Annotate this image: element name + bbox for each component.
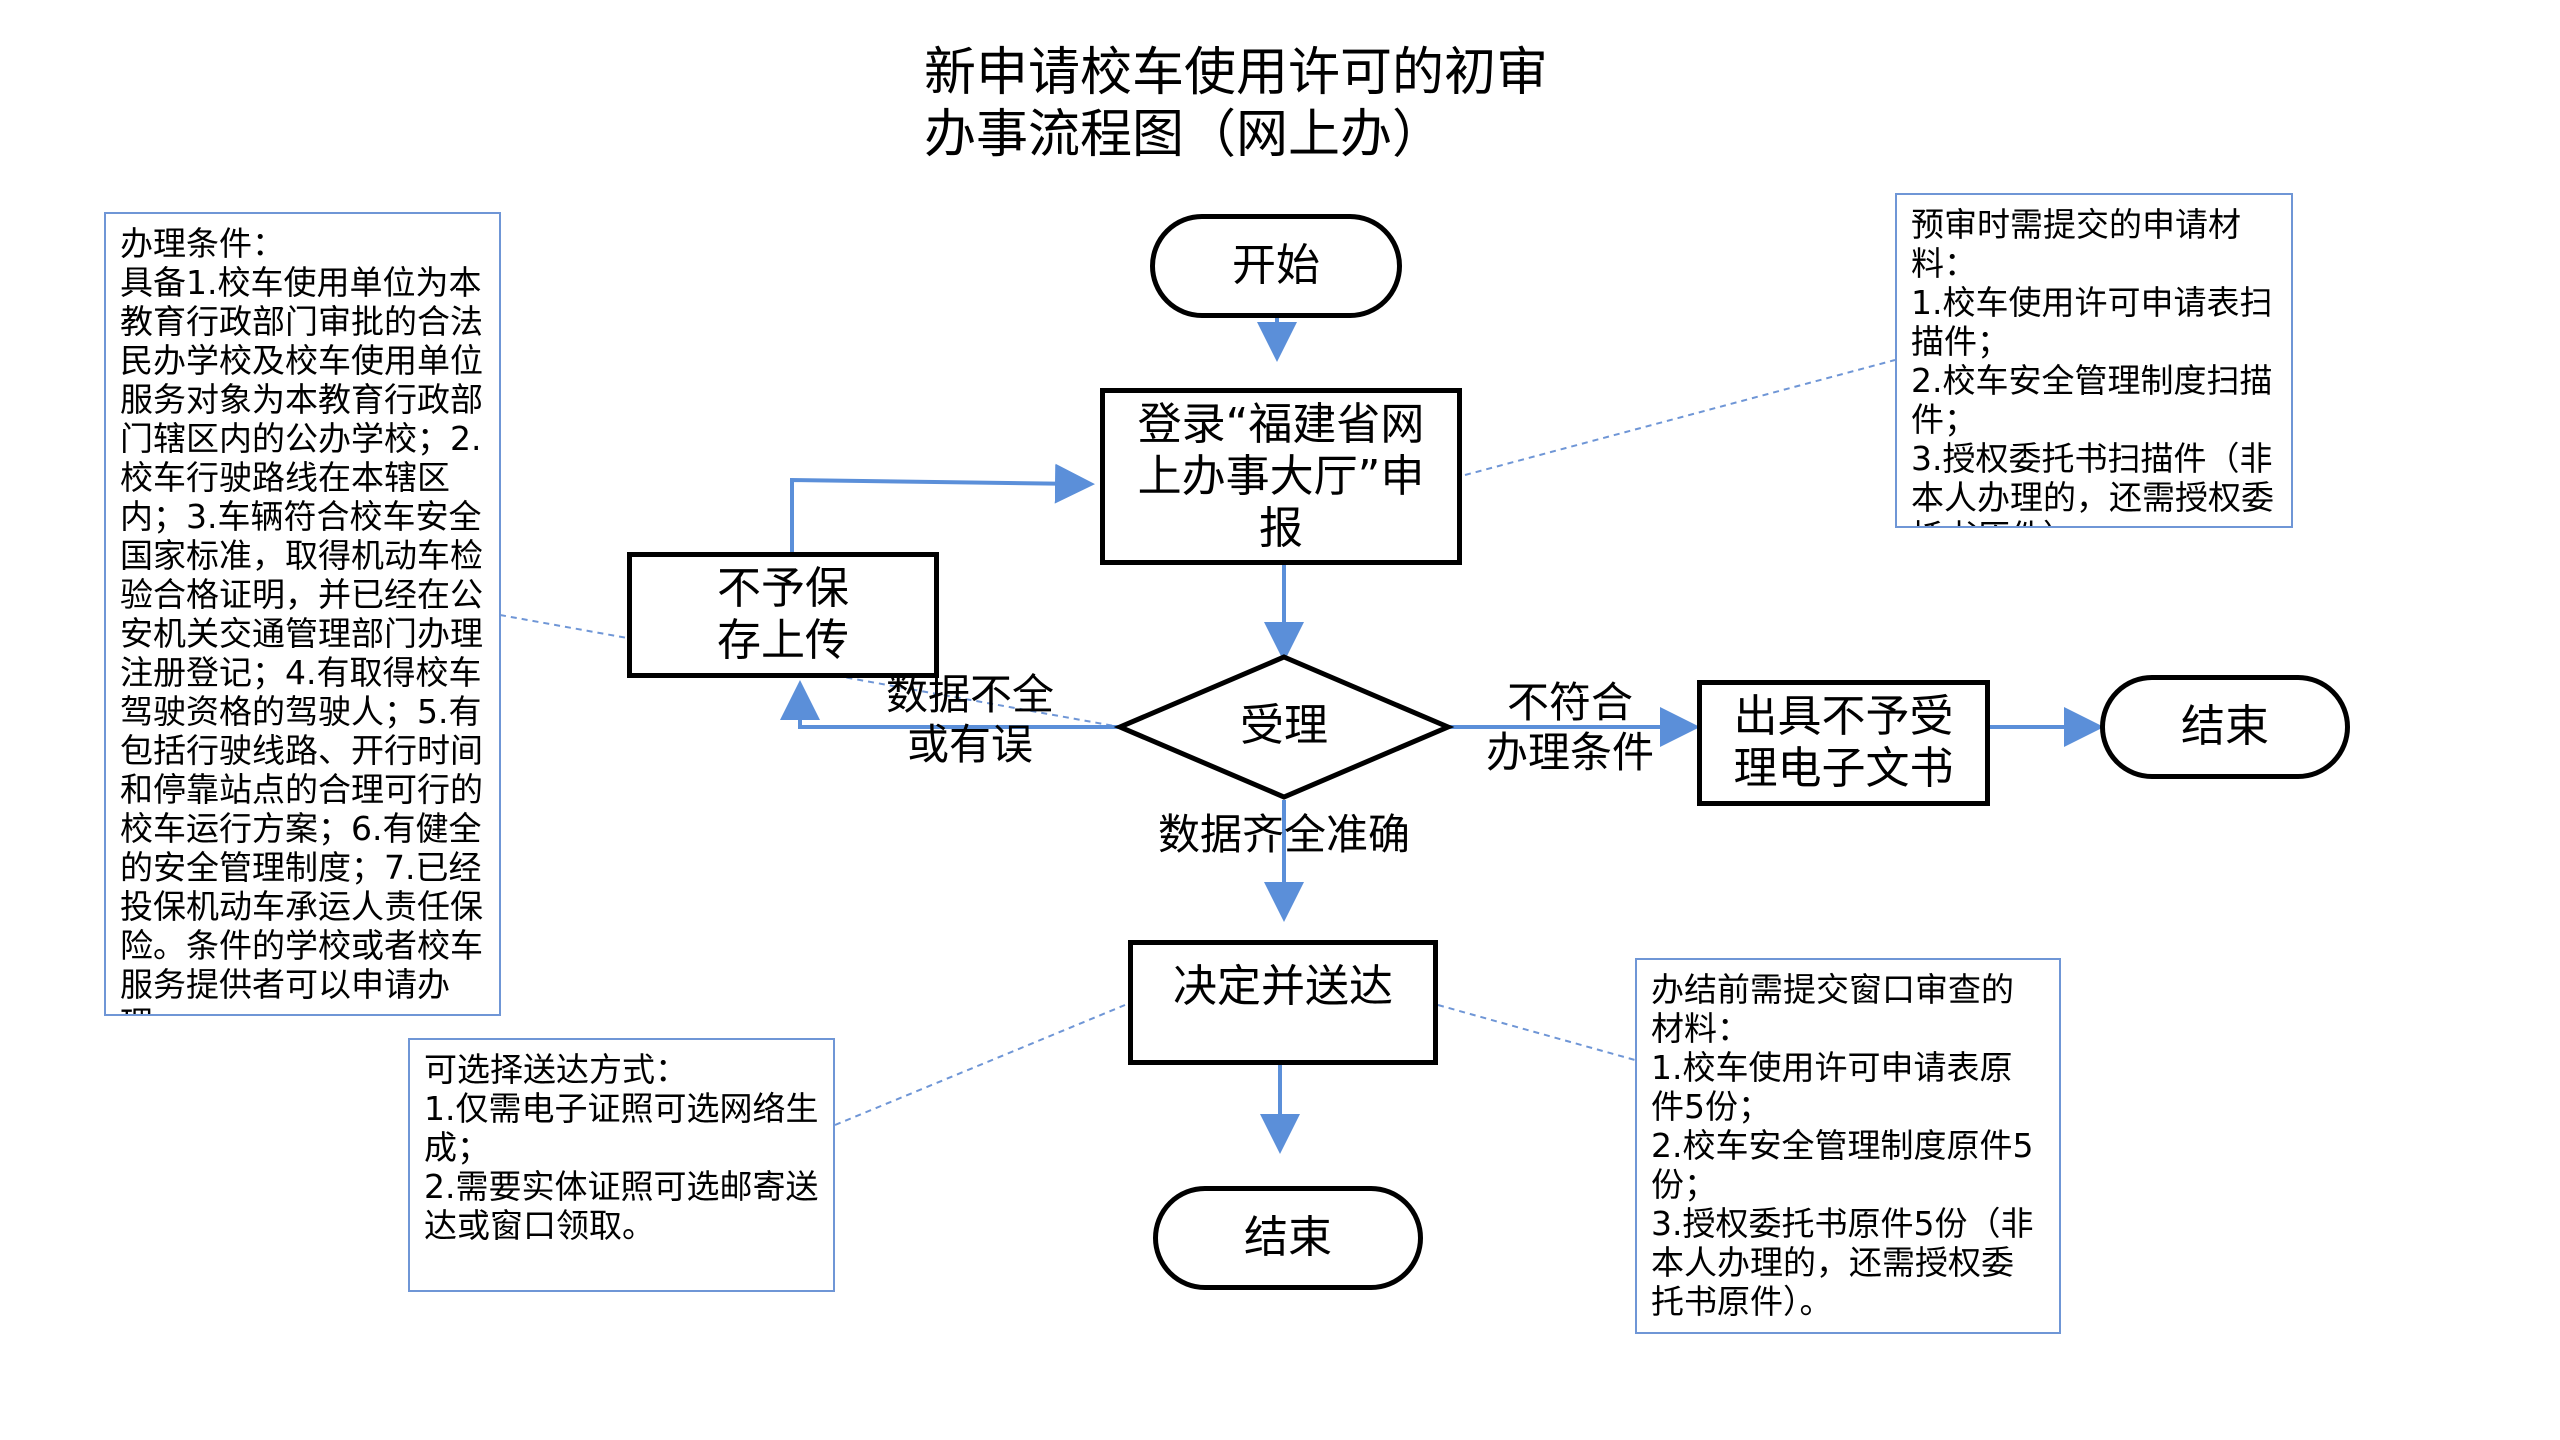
- note-connector-final-materials: [1437, 1004, 1636, 1061]
- delivery-note: 可选择送达方式： 1.仅需电子证照可选网络生成； 2.需要实体证照可选邮寄送达或…: [408, 1038, 835, 1292]
- final-materials-note: 办结前需提交窗口审查的材料： 1.校车使用许可申请表原件5份； 2.校车安全管理…: [1635, 958, 2061, 1334]
- reject-doc-line-2: 理电子文书: [1733, 743, 1954, 794]
- start-node-label: 开始: [1232, 240, 1320, 291]
- arrow-not-save-to-login: [790, 463, 1095, 552]
- conditions-note-heading: 办理条件：: [120, 224, 285, 263]
- edge-label-not-meet: 不符合 办理条件: [1470, 678, 1670, 778]
- delivery-item-1: 1.仅需电子证照可选网络生成；: [424, 1089, 819, 1167]
- note-connector-delivery: [834, 1004, 1126, 1126]
- decide-node-label: 决定并送达: [1173, 961, 1393, 1012]
- arrow-accept-to-not-save: [780, 680, 1120, 729]
- not-save-line-2: 存上传: [717, 615, 849, 666]
- edge-label-data-incomplete-line-2: 或有误: [906, 720, 1033, 769]
- start-node: 开始: [1150, 214, 1402, 318]
- conditions-note-body: 具备1.校车使用单位为本教育行政部门审批的合法民办学校及校车使用单位服务对象为本…: [120, 263, 483, 1014]
- edge-label-not-meet-line-1: 不符合: [1506, 678, 1633, 727]
- edge-label-not-meet-line-2: 办理条件: [1485, 728, 1654, 777]
- edge-label-data-complete-text: 数据齐全准确: [1157, 810, 1410, 859]
- pre-materials-note-heading: 预审时需提交的申请材料：: [1911, 205, 2241, 283]
- not-save-line-1: 不予保: [717, 563, 849, 614]
- edge-label-data-incomplete-line-1: 数据不全: [885, 670, 1054, 719]
- pre-materials-item-2: 2.校车安全管理制度扫描件；: [1911, 361, 2273, 439]
- reject-doc-line-1: 出具不予受: [1733, 691, 1954, 742]
- pre-materials-note: 预审时需提交的申请材料： 1.校车使用许可申请表扫描件； 2.校车安全管理制度扫…: [1895, 193, 2293, 528]
- login-line-1: 登录“福建省网: [1137, 398, 1425, 450]
- pre-materials-item-1: 1.校车使用许可申请表扫描件；: [1911, 283, 2273, 361]
- conditions-note: 办理条件： 具备1.校车使用单位为本教育行政部门审批的合法民办学校及校车使用单位…: [104, 212, 501, 1016]
- final-materials-note-heading: 办结前需提交窗口审查的材料：: [1651, 970, 2014, 1048]
- title-line-1: 新申请校车使用许可的初审: [924, 43, 1549, 103]
- end-node-right-label: 结束: [2181, 701, 2269, 752]
- delivery-item-2: 2.需要实体证照可选邮寄送达或窗口领取。: [424, 1167, 819, 1245]
- note-connector-pre-materials: [1464, 359, 1896, 476]
- final-materials-item-2: 2.校车安全管理制度原件5份；: [1651, 1126, 2034, 1204]
- accept-label: 受理: [1184, 700, 1384, 752]
- end-node-bottom-label: 结束: [1244, 1212, 1332, 1263]
- edge-label-data-complete: 数据齐全准确: [1148, 810, 1420, 860]
- delivery-note-heading: 可选择送达方式：: [424, 1050, 688, 1089]
- login-line-3: 报: [1259, 502, 1303, 554]
- end-node-bottom: 结束: [1153, 1186, 1423, 1290]
- end-node-right: 结束: [2100, 675, 2350, 779]
- accept-diamond: [1113, 654, 1455, 800]
- final-materials-item-3: 3.授权委托书原件5份（非本人办理的，还需授权委托书原件）。: [1651, 1204, 2034, 1321]
- edge-label-data-incomplete: 数据不全 或有误: [880, 670, 1060, 770]
- final-materials-item-1: 1.校车使用许可申请表原件5份；: [1651, 1048, 2013, 1126]
- login-node: 登录“福建省网 上办事大厅”申 报: [1100, 388, 1462, 565]
- accept-label-text: 受理: [1240, 700, 1328, 751]
- not-save-node: 不予保 存上传: [627, 552, 939, 678]
- title-line-2: 办事流程图（网上办）: [924, 105, 1445, 165]
- login-line-2: 上办事大厅”申: [1137, 450, 1425, 502]
- decide-node: 决定并送达: [1128, 940, 1438, 1065]
- diagram-title: 新申请校车使用许可的初审 办事流程图（网上办）: [924, 42, 1548, 166]
- reject-doc-node: 出具不予受 理电子文书: [1697, 680, 1990, 806]
- pre-materials-item-3: 3.授权委托书扫描件（非本人办理的，还需授权委托书原件）。: [1911, 439, 2274, 526]
